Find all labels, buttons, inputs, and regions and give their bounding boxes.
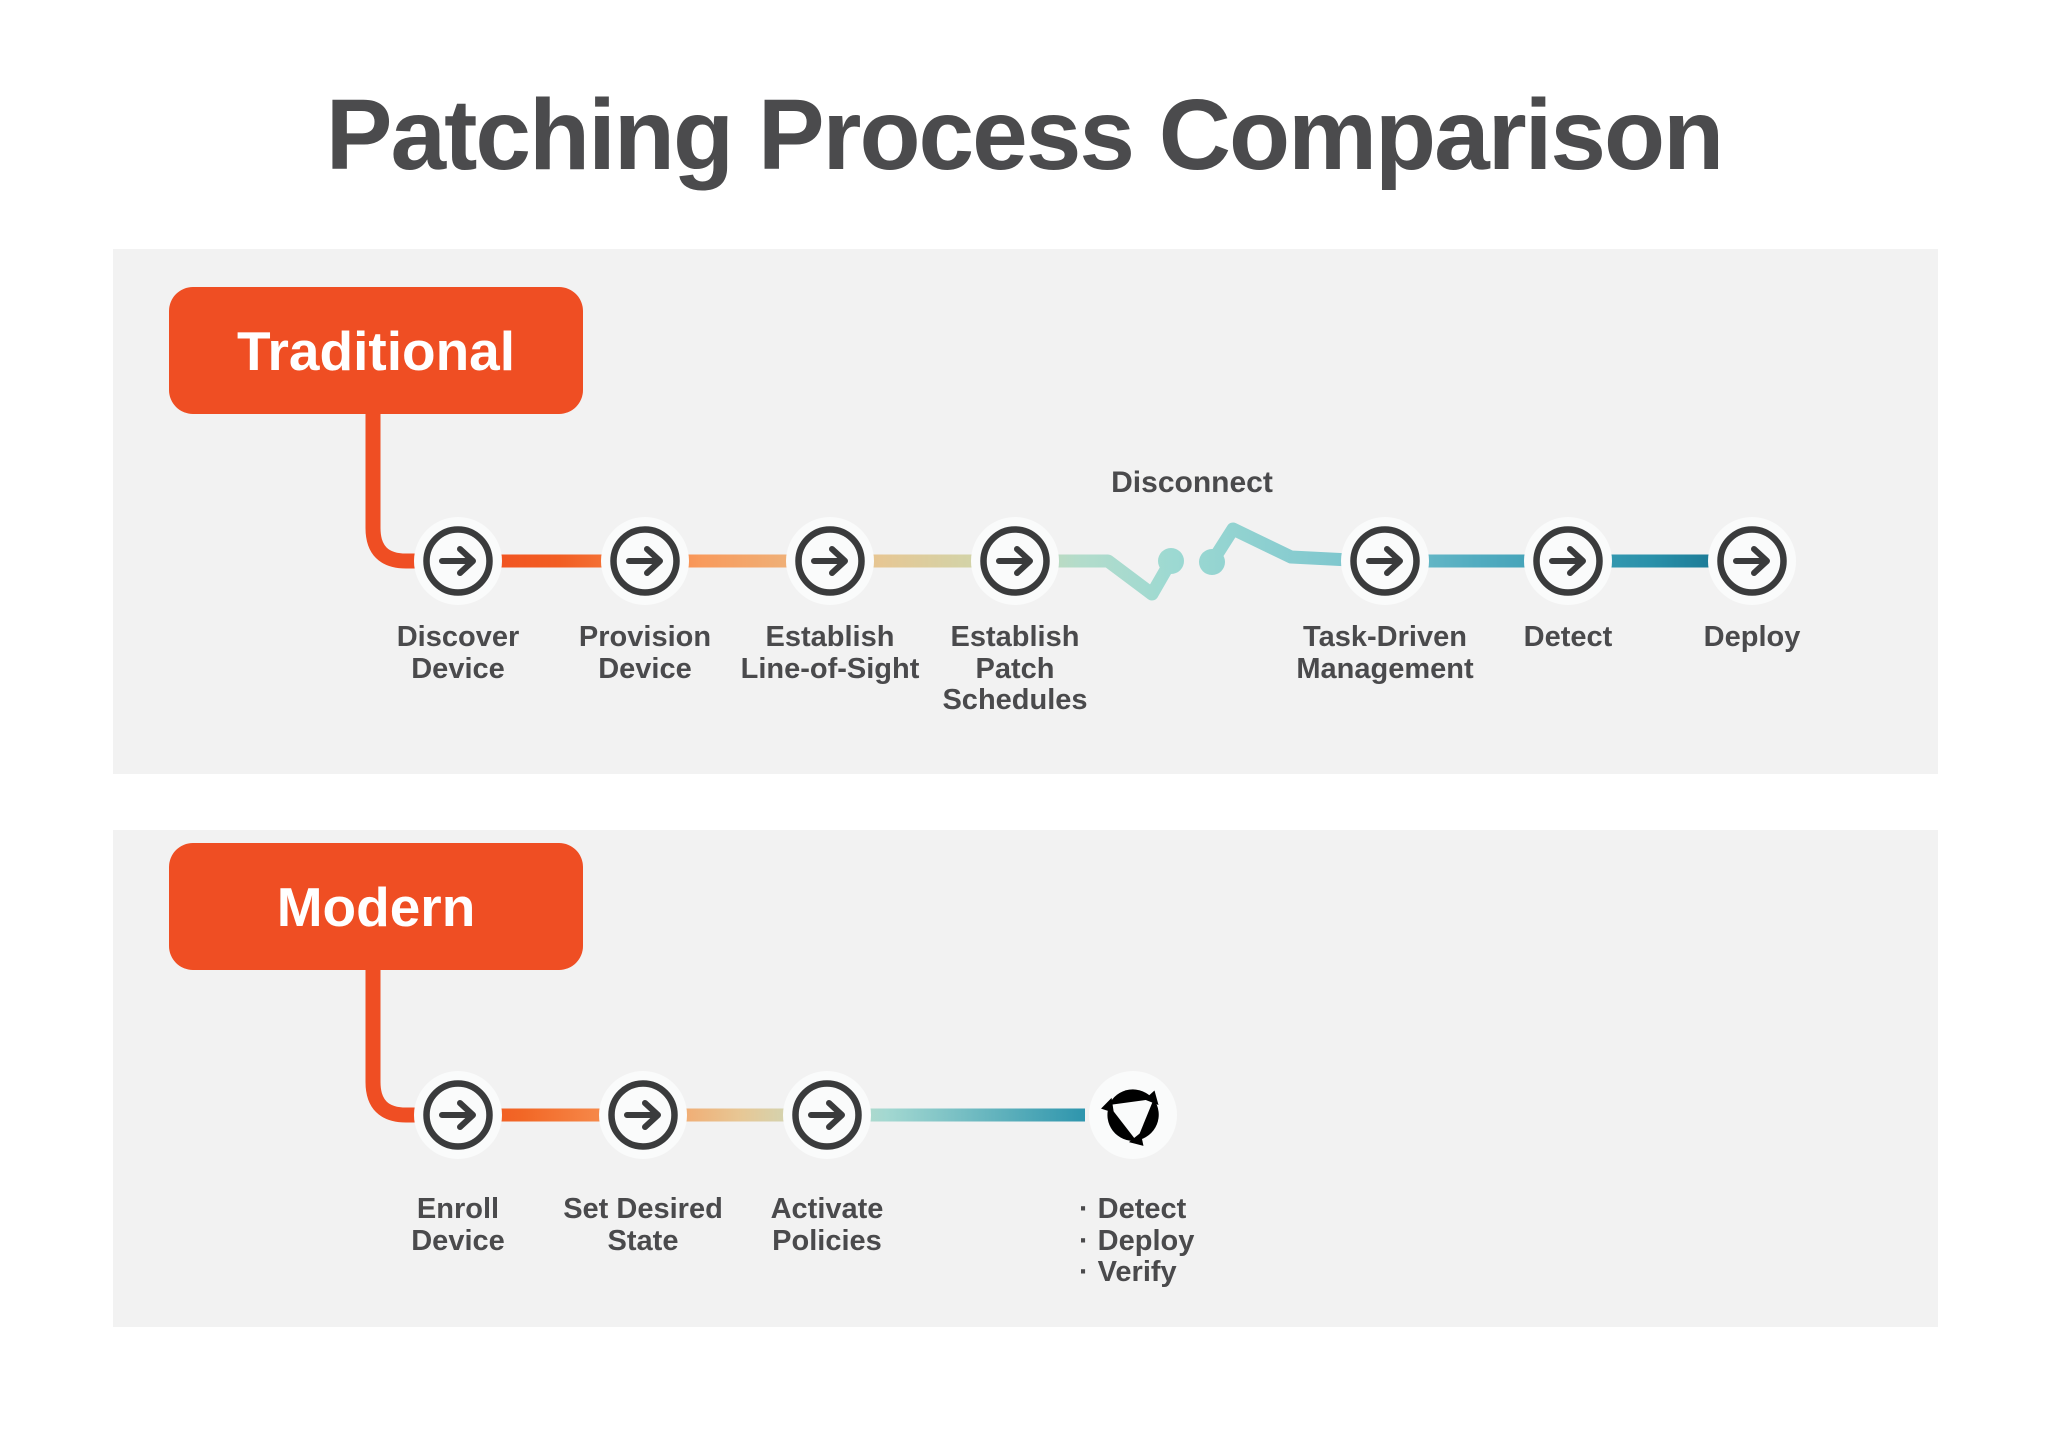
cycle-item-deploy: ·Deploy (1079, 1224, 1195, 1257)
arrow-circle-icon-establish-patch-schedules (971, 517, 1059, 605)
traditional-connector-line (365, 410, 452, 569)
arrow-circle-icon-task-driven-management (1341, 517, 1429, 605)
refresh-cycle-icon (1089, 1071, 1177, 1159)
bullet-char: · (1079, 1256, 1089, 1288)
arrow-circle-icon-provision-device (601, 517, 689, 605)
cycle-item-list: ·Detect ·Deploy ·Verify (1079, 1193, 1195, 1289)
step-label-deploy: Deploy (1703, 621, 1801, 653)
arrow-circle-icon-deploy (1708, 517, 1796, 605)
step-label-task-driven-management: Task-Driven Management (1296, 621, 1474, 685)
bullet-char: · (1079, 1193, 1089, 1225)
bullet-char: · (1079, 1224, 1089, 1257)
step-label-establish-line-of-sight: Establish Line-of-Sight (740, 621, 920, 685)
step-label-enroll-device: Enroll Device (411, 1193, 505, 1257)
page-title: Patching Process Comparison (325, 79, 1724, 191)
step-label-activate-policies: Activate Policies (770, 1193, 884, 1257)
cycle-item-detect: ·Detect (1079, 1193, 1187, 1225)
modern-label-box: Modern (169, 843, 583, 970)
step-label-provision-device: Provision Device (578, 621, 712, 685)
traditional-timeline-left (450, 554, 1020, 568)
traditional-label: Traditional (236, 319, 516, 382)
arrow-circle-icon-detect (1524, 517, 1612, 605)
step-label-set-desired-state: Set Desired State (563, 1193, 723, 1257)
arrow-circle-icon-activate-policies (783, 1071, 871, 1159)
step-label-establish-patch-schedules: Establish Patch Schedules (942, 621, 1088, 716)
arrow-circle-icon-discover-device (414, 517, 502, 605)
arrow-circle-icon-set-desired-state (599, 1071, 687, 1159)
modern-connector-line (365, 963, 452, 1123)
step-label-detect: Detect (1523, 621, 1613, 653)
step-label-discover-device: Discover Device (396, 621, 520, 685)
modern-timeline (450, 1108, 1085, 1122)
arrow-circle-icon-establish-line-of-sight (786, 517, 874, 605)
cycle-item-verify: ·Verify (1079, 1256, 1177, 1288)
modern-label: Modern (276, 875, 476, 938)
traditional-label-box: Traditional (169, 287, 583, 414)
arrow-circle-icon-enroll-device (414, 1071, 502, 1159)
disconnect-break-icon (1015, 522, 1351, 601)
disconnect-label: Disconnect (1111, 466, 1273, 499)
